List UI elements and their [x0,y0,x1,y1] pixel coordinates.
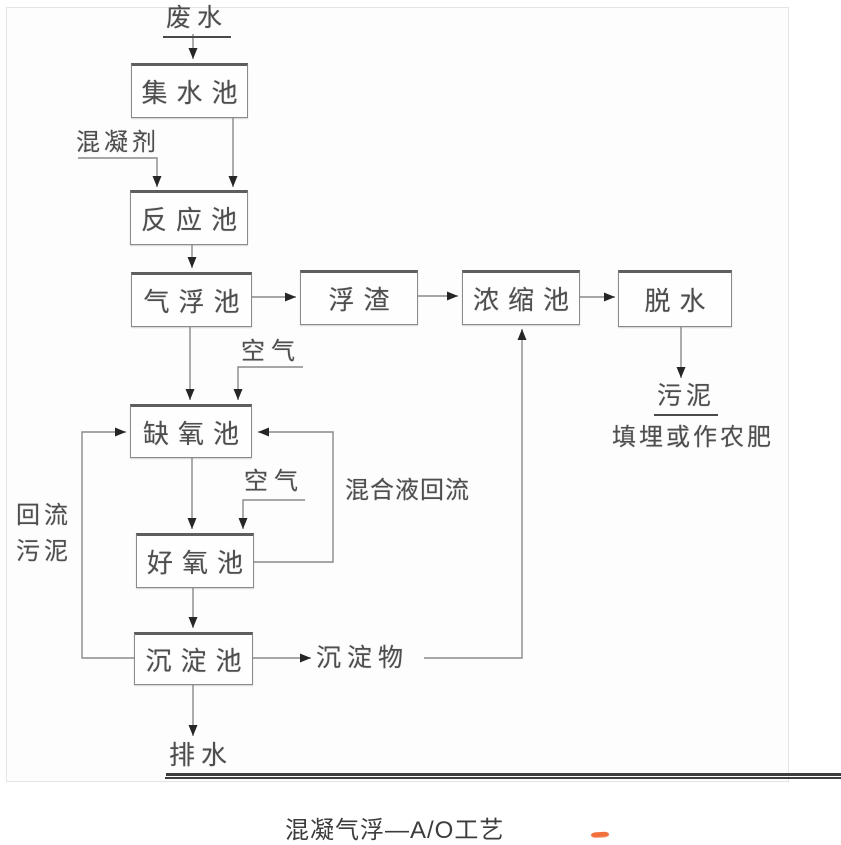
flow-box-sedimentation-tank: 沉淀池 [134,632,253,685]
figure-caption: 混凝气浮—A/O工艺 [285,817,505,844]
connector-sediment-to-thickener [424,329,527,659]
flow-box-label: 脱水 [644,287,715,316]
connector-mixed-liquor-loop [254,427,334,563]
label-return-line-1: 回流 [16,503,72,529]
flow-box-thickening-tank: 浓缩池 [462,270,580,325]
flow-box-label: 好氧池 [146,549,252,578]
flow-box-dewatering: 脱水 [618,270,732,327]
flow-box-label: 气浮池 [143,288,249,317]
flow-box-label: 沉淀池 [145,647,251,676]
label-coagulant: 混凝剂 [76,130,160,156]
label-wastewater: 废水 [163,5,232,38]
connector-coagulant-to-reaction [78,157,162,187]
label-drainage: 排水 [165,741,841,779]
connector-sludge-return-loop [81,427,134,659]
flow-box-label: 浓缩池 [472,286,578,315]
flow-box-flotation-tank: 气浮池 [131,272,252,327]
label-air-1: 空气 [241,339,301,365]
flow-box-anoxic-tank: 缺氧池 [130,404,252,458]
flow-box-label: 缺氧池 [142,419,248,449]
flow-box-reaction-tank: 反应池 [130,190,248,245]
connector-air2-to-aerobic [238,499,305,529]
label-return-line-2: 污泥 [16,539,72,565]
flow-box-label: 集水池 [141,79,247,108]
flow-box-aerobic-tank: 好氧池 [136,533,254,588]
label-air-2: 空气 [244,469,304,495]
connector-air1-to-anoxic [233,366,303,400]
label-mixed-liquor-return: 混合液回流 [345,478,470,504]
label-landfill-fertilizer: 填埋或作农肥 [612,425,774,451]
flow-box-scum: 浮渣 [300,270,418,325]
flow-box-collection-tank: 集水池 [131,63,248,118]
label-sediment: 沉淀物 [316,645,410,672]
flow-box-label: 反应池 [140,206,246,235]
label-sludge: 污泥 [654,383,719,416]
flow-box-label: 浮渣 [328,286,399,315]
